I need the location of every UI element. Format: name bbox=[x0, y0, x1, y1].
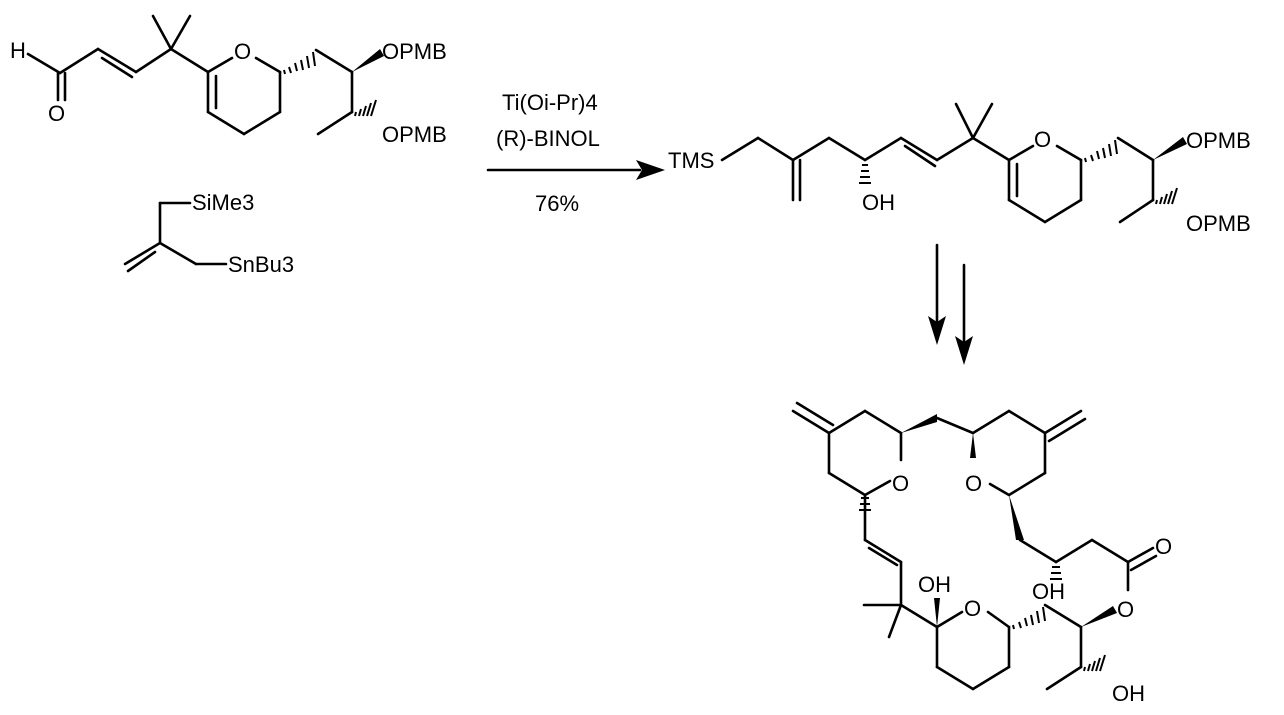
macrocycle-target: O O OH O bbox=[791, 401, 1172, 706]
aldehyde-h-label: H bbox=[10, 38, 26, 63]
opmb-label-2: OPMB bbox=[382, 122, 447, 147]
starting-aldehyde: H O O OPMB bbox=[10, 14, 447, 147]
aldehyde-o-label: O bbox=[48, 101, 65, 126]
macro-o-label-3: O bbox=[964, 596, 981, 621]
carbonyl-o-label: O bbox=[1155, 534, 1172, 559]
opmb-label-4: OPMB bbox=[1186, 211, 1251, 236]
reagent-line-1: Ti(Oi-Pr)4 bbox=[502, 90, 598, 115]
homoallylic-alcohol-product: TMS OH O OPMB bbox=[668, 102, 1251, 236]
oh-label-4: OH bbox=[1112, 681, 1145, 706]
multistep-arrow bbox=[928, 243, 973, 365]
ester-o-label: O bbox=[1117, 597, 1134, 622]
snbu3-label: SnBu3 bbox=[228, 252, 294, 277]
macro-o-label-1: O bbox=[892, 471, 909, 496]
reaction-arrow: Ti(Oi-Pr)4 (R)-BINOL 76% bbox=[486, 90, 665, 216]
opmb-label-3: OPMB bbox=[1186, 128, 1251, 153]
oh-label-2: OH bbox=[918, 572, 951, 597]
reaction-yield: 76% bbox=[535, 191, 579, 216]
macro-o-label-2: O bbox=[965, 471, 982, 496]
allylstannane-reagent: SiMe3 SnBu3 bbox=[123, 190, 294, 277]
opmb-label-1: OPMB bbox=[382, 39, 447, 64]
pyran-o-label: O bbox=[234, 39, 251, 64]
sime3-label: SiMe3 bbox=[192, 190, 254, 215]
product-pyran-o-label: O bbox=[1034, 127, 1051, 152]
reagent-line-2: (R)-BINOL bbox=[496, 126, 600, 151]
oh-label-3: OH bbox=[1032, 579, 1065, 604]
oh-label-1: OH bbox=[862, 190, 895, 215]
tms-label: TMS bbox=[668, 148, 714, 173]
